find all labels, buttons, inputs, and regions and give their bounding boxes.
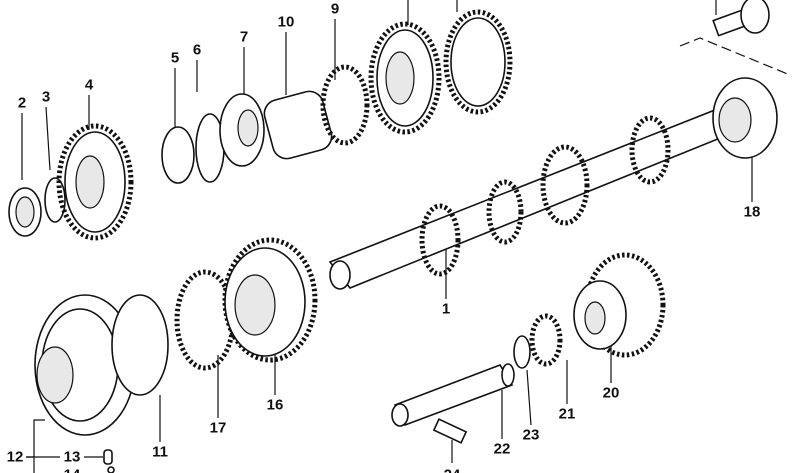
upper-parts bbox=[8, 9, 513, 241]
main-shaft bbox=[328, 107, 742, 290]
lower-parts bbox=[34, 237, 318, 473]
label-part-17: 17 bbox=[209, 419, 227, 437]
label-part-10: 10 bbox=[277, 13, 295, 31]
label-part-4: 4 bbox=[84, 76, 94, 94]
label-part-24: 24 bbox=[444, 467, 461, 473]
label-part-1: 1 bbox=[441, 300, 451, 318]
label-part-20: 20 bbox=[602, 384, 620, 402]
label-part-13: 13 bbox=[63, 448, 81, 466]
label-part-22: 22 bbox=[493, 440, 511, 458]
label-part-9: 9 bbox=[330, 0, 340, 18]
label-part-3: 3 bbox=[41, 88, 51, 106]
bearing-18 bbox=[712, 77, 778, 159]
label-part-2: 2 bbox=[17, 94, 27, 112]
label-part-18: 18 bbox=[743, 203, 761, 221]
label-part-12: 12 bbox=[6, 448, 24, 466]
label-part-6: 6 bbox=[192, 41, 202, 59]
label-part-7: 7 bbox=[239, 28, 249, 46]
label-part-11: 11 bbox=[152, 443, 168, 461]
label-part-21: 21 bbox=[558, 405, 576, 423]
label-part-14: 14 bbox=[64, 467, 81, 473]
bolt-top-right bbox=[712, 0, 770, 37]
countershaft-parts bbox=[391, 252, 666, 444]
label-part-16: 16 bbox=[266, 396, 284, 414]
leader-lines bbox=[21, 0, 791, 473]
label-part-5: 5 bbox=[170, 49, 180, 67]
label-part-23: 23 bbox=[522, 426, 540, 444]
